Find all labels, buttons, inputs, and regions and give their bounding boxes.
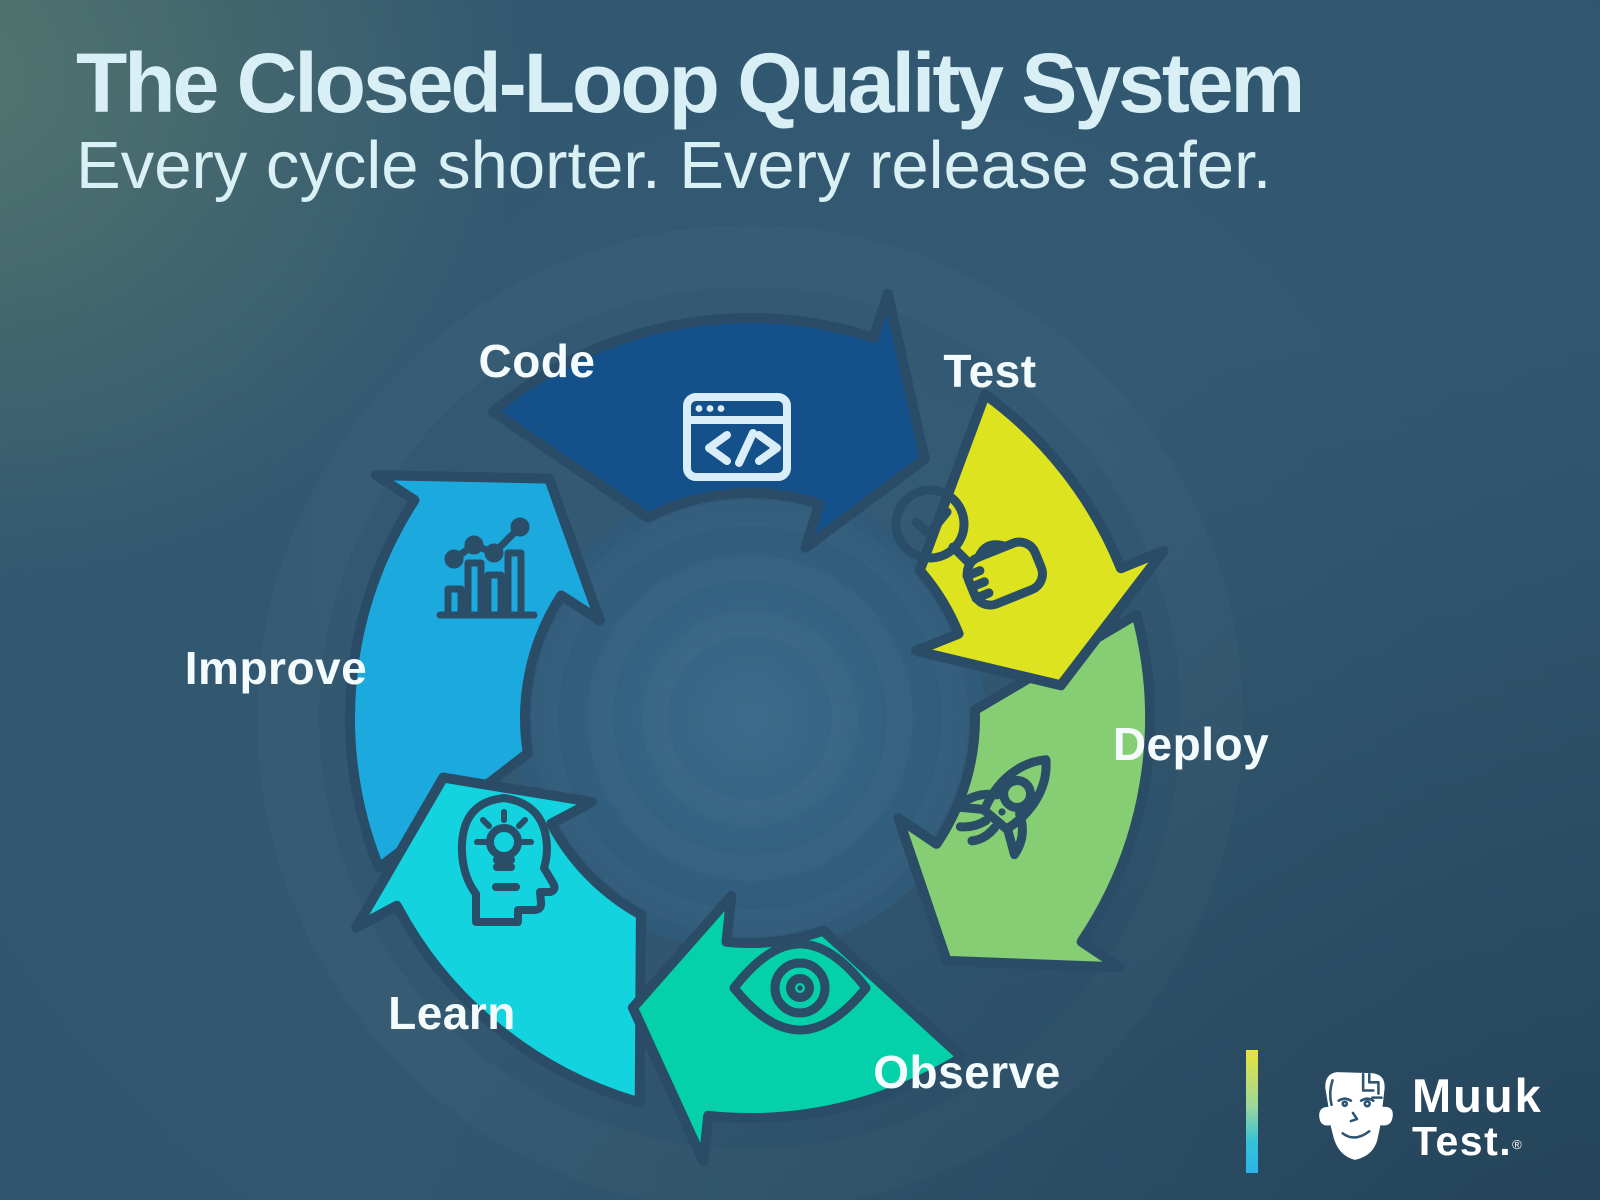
stage-label-deploy: Deploy (1112, 718, 1270, 770)
page-title: The Closed-Loop Quality System (76, 36, 1305, 130)
stage-label-code: Code (478, 335, 596, 387)
cycle-arrows (345, 288, 1169, 1167)
stage-label-improve: Improve (184, 642, 368, 694)
stage-label-test: Test (943, 345, 1037, 397)
rocket-icon (953, 755, 1051, 860)
logo-text-muuk: Muuk (1412, 1069, 1543, 1122)
muuktest-face-icon (1319, 1072, 1393, 1160)
page-subtitle: Every cycle shorter. Every release safer… (76, 128, 1272, 204)
header: The Closed-Loop Quality System Every cyc… (76, 36, 1536, 204)
eye-icon (729, 939, 871, 1035)
registered-mark: ® (1512, 1137, 1524, 1152)
muuktest-logo: Muuk Test.® (1246, 1028, 1576, 1178)
logo-gradient-bar (1246, 1050, 1258, 1173)
code-window-icon (683, 393, 791, 481)
stage-label-observe: Observe (873, 1046, 1061, 1098)
logo-text-test: Test.® (1412, 1118, 1524, 1164)
stage-label-learn: Learn (388, 987, 516, 1039)
cycle-arrow-deploy (893, 609, 1155, 973)
head-lightbulb-icon (457, 794, 559, 926)
bar-chart-trend-icon (436, 517, 538, 619)
cycle-arrow-test (911, 389, 1169, 691)
cycle-arrow-improve (345, 470, 605, 873)
cycle-arrow-learn (351, 772, 646, 1108)
magnifier-check-hand-icon (891, 485, 1047, 610)
logo-wordmark: Muuk Test.® (1412, 1072, 1543, 1162)
center-disc (515, 483, 985, 953)
